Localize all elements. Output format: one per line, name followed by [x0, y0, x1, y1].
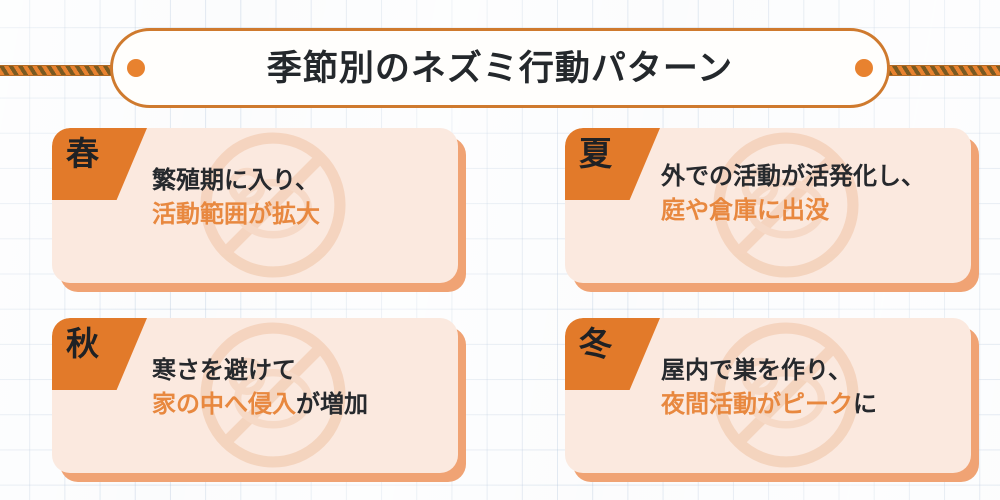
card-text-line: 庭や倉庫に出没: [661, 194, 961, 228]
card-text-line: 屋内で巣を作り、: [661, 354, 961, 388]
season-card-winter: 冬 屋内で巣を作り、夜間活動がピークに: [565, 318, 979, 482]
season-tag-label: 春: [66, 135, 99, 172]
highlight-text: 庭や倉庫に出没: [661, 197, 829, 225]
body-text: に: [853, 391, 877, 419]
card-body: 夏 外での活動が活発化し、庭や倉庫に出没: [565, 128, 971, 283]
card-text-autumn: 寒さを避けて家の中へ侵入が増加: [152, 354, 452, 422]
season-card-autumn: 秋 寒さを避けて家の中へ侵入が増加: [52, 318, 466, 482]
card-text-line: 夜間活動がピークに: [661, 388, 961, 422]
title-banner: 季節別のネズミ行動パターン: [110, 28, 890, 108]
card-text-winter: 屋内で巣を作り、夜間活動がピークに: [661, 354, 961, 422]
season-tag-label: 夏: [579, 135, 612, 172]
highlight-text: 夜間活動がピーク: [661, 391, 853, 419]
highlight-text: 家の中へ侵入: [152, 391, 296, 419]
card-body: 秋 寒さを避けて家の中へ侵入が増加: [52, 318, 458, 473]
banner-dot-left-icon: [127, 59, 145, 77]
season-tag-label: 秋: [66, 325, 99, 362]
card-body: 春 繁殖期に入り、活動範囲が拡大: [52, 128, 458, 283]
card-text-spring: 繁殖期に入り、活動範囲が拡大: [152, 164, 452, 232]
banner-dot-right-icon: [855, 59, 873, 77]
body-text: が増加: [296, 391, 368, 419]
card-text-line: 家の中へ侵入が増加: [152, 388, 452, 422]
highlight-text: 活動範囲が拡大: [152, 201, 320, 229]
season-card-summer: 夏 外での活動が活発化し、庭や倉庫に出没: [565, 128, 979, 292]
body-text: 外での活動が活発化し、: [661, 163, 925, 190]
body-text: 屋内で巣を作り、: [661, 357, 853, 384]
card-text-line: 活動範囲が拡大: [152, 198, 452, 232]
season-tag-label: 冬: [579, 325, 612, 362]
rope-right-icon: [874, 65, 1000, 76]
card-body: 冬 屋内で巣を作り、夜間活動がピークに: [565, 318, 971, 473]
card-text-line: 寒さを避けて: [152, 354, 452, 388]
rope-left-icon: [0, 65, 126, 76]
body-text: 寒さを避けて: [152, 357, 296, 384]
card-text-line: 外での活動が活発化し、: [661, 160, 961, 194]
card-text-summer: 外での活動が活発化し、庭や倉庫に出没: [661, 160, 961, 228]
season-card-spring: 春 繁殖期に入り、活動範囲が拡大: [52, 128, 466, 292]
page-title: 季節別のネズミ行動パターン: [266, 48, 734, 88]
title-ribbon-row: 季節別のネズミ行動パターン: [0, 28, 1000, 108]
card-text-line: 繁殖期に入り、: [152, 164, 452, 198]
body-text: 繁殖期に入り、: [152, 167, 320, 194]
